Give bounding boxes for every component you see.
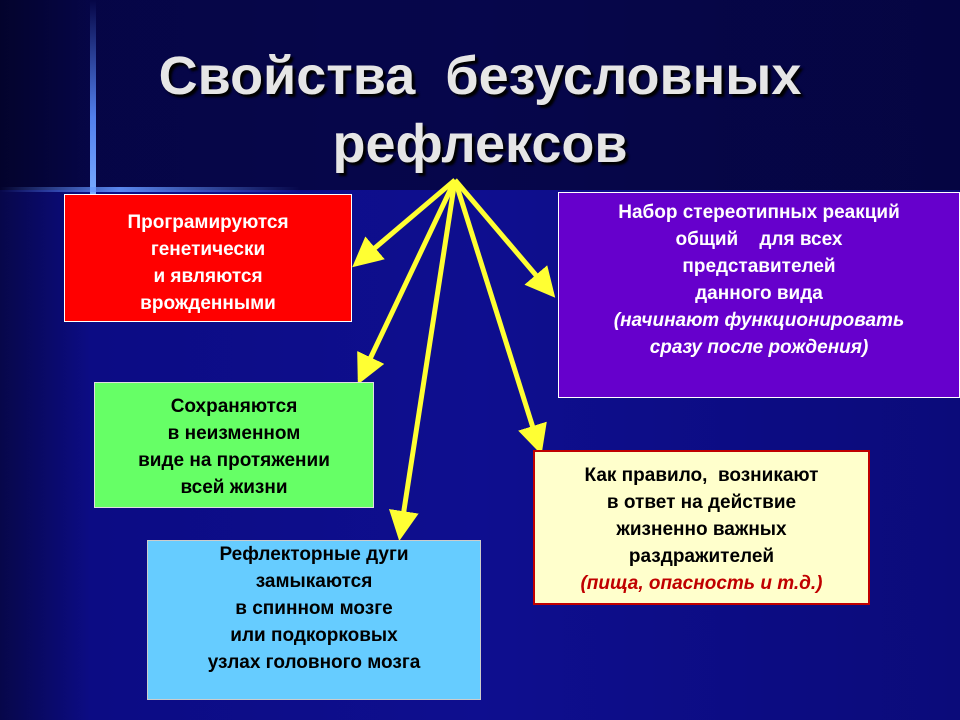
species-note-line-2: сразу после рождения) [649,337,869,358]
arrow-to-lifetime-box [357,178,458,385]
arcs-line-5: узлах головного мозга [207,652,421,673]
title-line-1: Свойства безусловных [158,46,802,106]
stimuli-property-box: Как правило, возникают в ответ на действ… [533,450,870,605]
innate-property-box: Програмируются генетически и являются вр… [64,194,352,322]
arcs-line-3: в спинном мозге [235,598,393,619]
arrow-to-arcs-box [388,179,458,541]
arcs-line-1: Рефлекторные дуги [219,544,409,565]
lifetime-line-1: Сохраняются [170,396,298,417]
arrow-to-stimuli-box [452,179,547,455]
stimuli-line-4: раздражителей [628,546,775,567]
lifetime-line-2: в неизменном [167,423,301,444]
stimuli-line-2: в ответ на действие [606,492,797,513]
species-line-4: данного вида [695,283,823,304]
horizontal-accent-line [0,187,300,192]
stimuli-line-1: Как правило, возникают [584,465,819,486]
slide-title: Свойства безусловных рефлексов [100,42,860,178]
reflex-arcs-property-box: Рефлекторные дуги замыкаются в спинном м… [147,540,481,700]
stimuli-line-3: жизненно важных [616,519,787,540]
arrow-to-innate-box [352,178,457,268]
innate-line-1: Програмируются [127,212,289,233]
arcs-line-4: или подкорковых [230,625,398,646]
innate-line-3: и являются [153,266,263,287]
title-line-2: рефлексов [332,114,628,174]
arrow-to-species-box [453,178,556,298]
species-note-line-1: (начинают функционировать [613,310,905,331]
species-property-box: Набор стереотипных реакций общий для все… [558,192,960,398]
arcs-line-2: замыкаются [255,571,373,592]
species-line-1: Набор стереотипных реакций [618,202,900,223]
innate-line-2: генетически [150,239,266,260]
lifetime-line-4: всей жизни [180,477,288,498]
species-line-3: представителей [682,256,836,277]
species-line-2: общий для всех [675,229,843,250]
vertical-accent-line [90,0,96,195]
stimuli-note: (пища, опасность и т.д.) [580,573,823,594]
innate-line-4: врожденными [140,293,276,314]
lifetime-line-3: виде на протяжении [138,450,330,471]
lifetime-property-box: Сохраняются в неизменном виде на протяже… [94,382,374,508]
